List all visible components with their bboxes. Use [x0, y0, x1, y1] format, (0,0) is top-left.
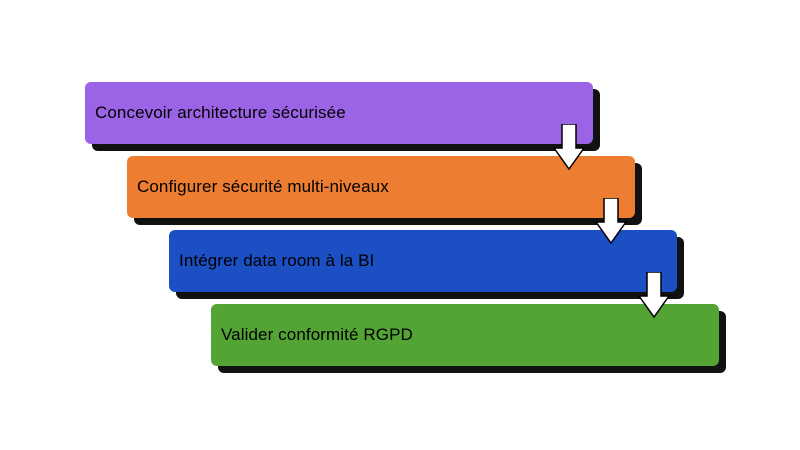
step-2-label: Configurer sécurité multi-niveaux: [137, 177, 389, 196]
step-3-label: Intégrer data room à la BI: [179, 251, 375, 270]
down-arrow-icon: [595, 198, 627, 244]
step-box-3: Intégrer data room à la BI: [169, 230, 677, 292]
step-box-2: Configurer sécurité multi-niveaux: [127, 156, 635, 218]
step-4-label: Valider conformité RGPD: [221, 325, 413, 344]
down-arrow-icon: [553, 124, 585, 170]
step-box-4: Valider conformité RGPD: [211, 304, 719, 366]
down-arrow-icon: [638, 272, 670, 318]
step-1-label: Concevoir architecture sécurisée: [95, 103, 346, 122]
step-box-1: Concevoir architecture sécurisée: [85, 82, 593, 144]
